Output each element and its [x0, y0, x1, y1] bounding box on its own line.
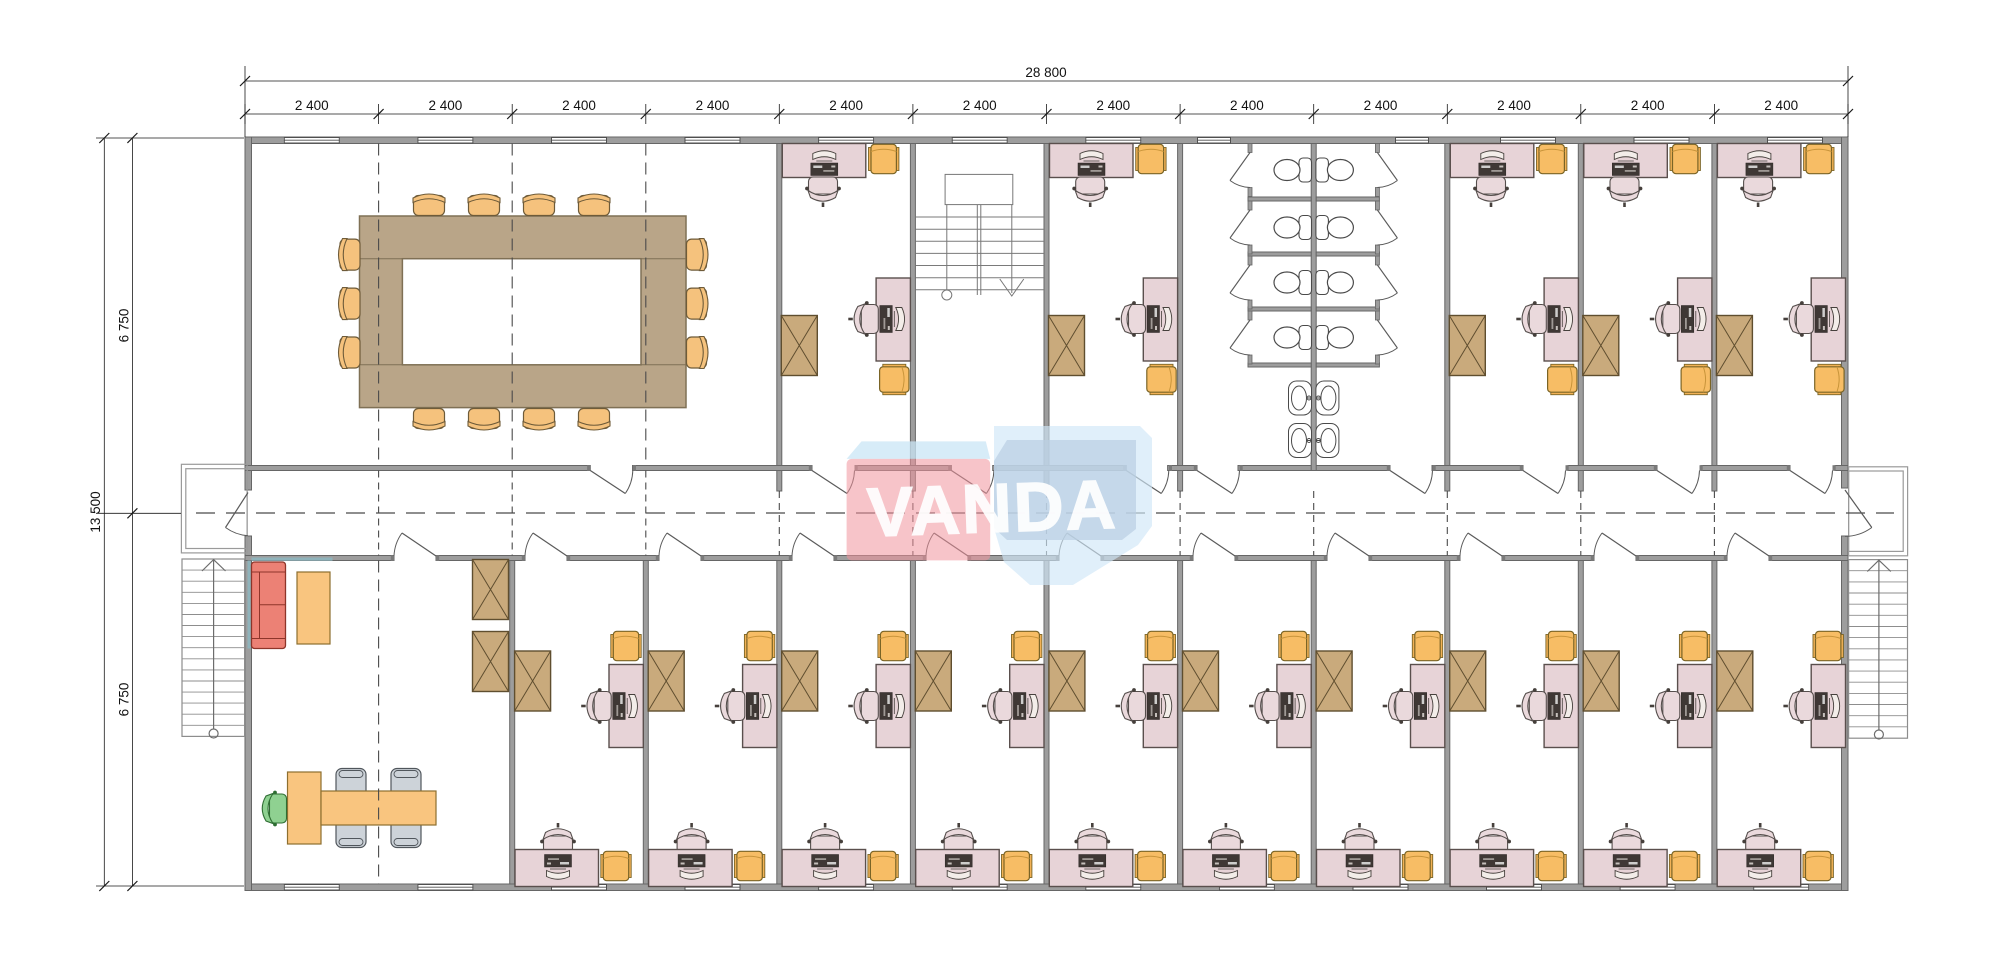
svg-text:2 400: 2 400 [1764, 98, 1798, 113]
svg-text:6 750: 6 750 [117, 309, 132, 343]
svg-text:VANDA: VANDA [866, 466, 1119, 552]
svg-text:2 400: 2 400 [295, 98, 329, 113]
svg-text:2 400: 2 400 [429, 98, 463, 113]
svg-text:2 400: 2 400 [1631, 98, 1665, 113]
svg-text:2 400: 2 400 [829, 98, 863, 113]
svg-text:13 500: 13 500 [88, 491, 103, 532]
svg-text:2 400: 2 400 [562, 98, 596, 113]
svg-text:2 400: 2 400 [963, 98, 997, 113]
svg-text:28 800: 28 800 [1025, 65, 1066, 80]
svg-text:2 400: 2 400 [696, 98, 730, 113]
svg-text:6 750: 6 750 [117, 683, 132, 717]
svg-text:2 400: 2 400 [1497, 98, 1531, 113]
svg-text:2 400: 2 400 [1364, 98, 1398, 113]
svg-text:2 400: 2 400 [1096, 98, 1130, 113]
svg-text:2 400: 2 400 [1230, 98, 1264, 113]
